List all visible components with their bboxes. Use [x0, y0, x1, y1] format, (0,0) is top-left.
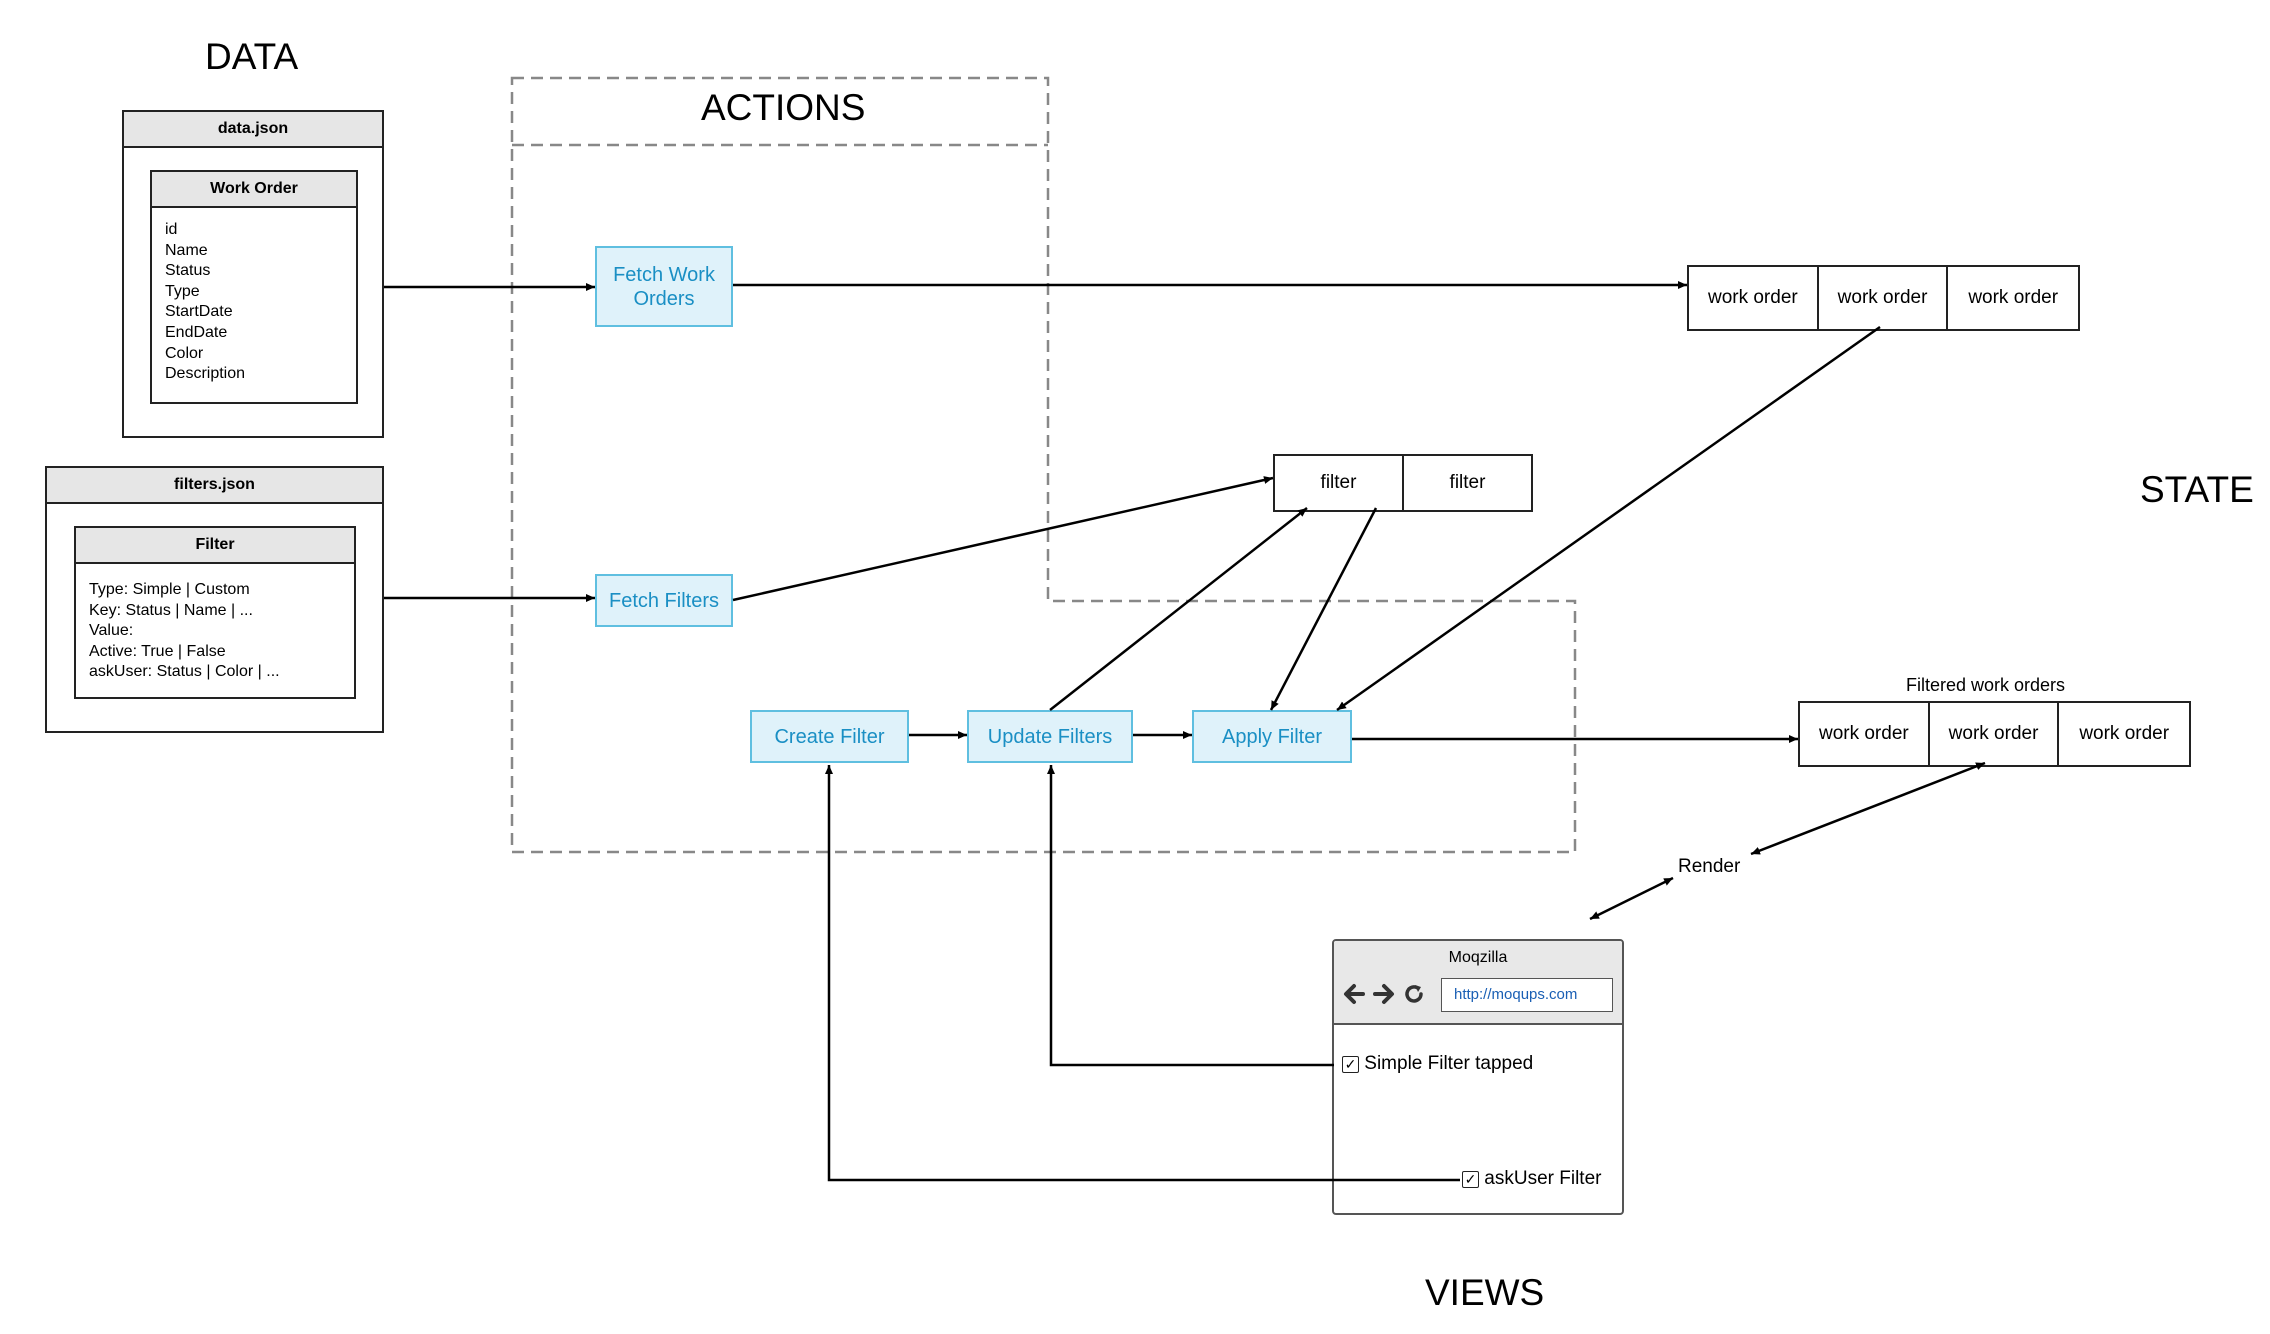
state-section-title: STATE — [2140, 469, 2254, 510]
filter-cell: filter — [1402, 454, 1533, 512]
data-json-panel: data.json Work Order id Name Status Type… — [122, 110, 384, 438]
filtered-work-order-cell: work order — [2057, 701, 2192, 767]
fetch-filters-action[interactable]: Fetch Filters — [595, 574, 733, 627]
filters-state: filter filter — [1273, 454, 1533, 512]
filter-field: Type: Simple | Custom — [89, 581, 250, 598]
work-order-field: Description — [165, 365, 246, 383]
filters-json-title: filters.json — [47, 468, 382, 504]
filter-field: Active: True | False — [89, 642, 226, 660]
simple-filter-checkbox[interactable]: ✓ — [1342, 1055, 1359, 1073]
browser-window: Moqzilla http://moqups.com ✓ Simple Filt… — [1332, 939, 1624, 1215]
simple-filter-label: Simple Filter tapped — [1364, 1053, 1534, 1074]
work-order-field: Color — [165, 344, 204, 362]
ask-user-filter-checkbox[interactable]: ✓ — [1462, 1170, 1479, 1188]
work-order-field: EndDate — [165, 323, 228, 341]
filter-entity-title: Filter — [76, 528, 354, 564]
filter-field: askUser: Status | Color | ... — [89, 663, 280, 681]
work-order-cell: work order — [1687, 265, 1819, 331]
apply-filter-action[interactable]: Apply Filter — [1192, 710, 1352, 763]
url-field[interactable]: http://moqups.com — [1441, 978, 1613, 1012]
work-orders-state: work order work order work order — [1687, 265, 2081, 331]
work-order-cell: work order — [1946, 265, 2081, 331]
views-section-title: VIEWS — [1425, 1272, 1545, 1313]
browser-toolbar: Moqzilla http://moqups.com — [1334, 941, 1622, 1025]
fetch-work-orders-action[interactable]: Fetch Work Orders — [595, 246, 733, 327]
update-filters-action[interactable]: Update Filters — [967, 710, 1133, 763]
work-order-field: Name — [165, 241, 208, 259]
actions-section-title: ACTIONS — [701, 87, 866, 128]
ask-user-filter-label: askUser Filter — [1484, 1168, 1602, 1189]
work-order-field: Status — [165, 262, 211, 280]
data-section-title: DATA — [205, 36, 299, 77]
filtered-work-orders-state: work order work order work order — [1798, 701, 2192, 767]
work-order-entity-title: Work Order — [152, 172, 356, 208]
filters-json-panel: filters.json Filter Type: Simple | Custo… — [45, 466, 384, 733]
filter-entity: Filter Type: Simple | Custom Key: Status… — [74, 526, 356, 699]
filtered-work-order-cell: work order — [1927, 701, 2060, 767]
data-json-title: data.json — [124, 112, 382, 148]
render-label: Render — [1678, 856, 1741, 877]
reload-icon[interactable] — [1402, 982, 1426, 1006]
browser-title: Moqzilla — [1448, 949, 1508, 966]
ask-user-filter-row[interactable]: ✓ askUser Filter — [1462, 1168, 1601, 1190]
filter-field: Value: — [89, 622, 134, 640]
filtered-work-order-cell: work order — [1798, 701, 1930, 767]
back-arrow-icon[interactable] — [1341, 981, 1367, 1007]
forward-arrow-icon[interactable] — [1371, 981, 1397, 1007]
work-order-entity: Work Order id Name Status Type StartDate… — [150, 170, 358, 404]
filtered-work-orders-caption: Filtered work orders — [1906, 675, 2066, 695]
work-order-field: Type — [165, 282, 200, 300]
work-order-cell: work order — [1816, 265, 1949, 331]
create-filter-action[interactable]: Create Filter — [750, 710, 909, 763]
simple-filter-row[interactable]: ✓ Simple Filter tapped — [1342, 1053, 1533, 1075]
filter-field: Key: Status | Name | ... — [89, 601, 253, 619]
filter-cell: filter — [1273, 454, 1404, 512]
work-order-field: StartDate — [165, 303, 233, 321]
work-order-field: id — [165, 221, 178, 238]
